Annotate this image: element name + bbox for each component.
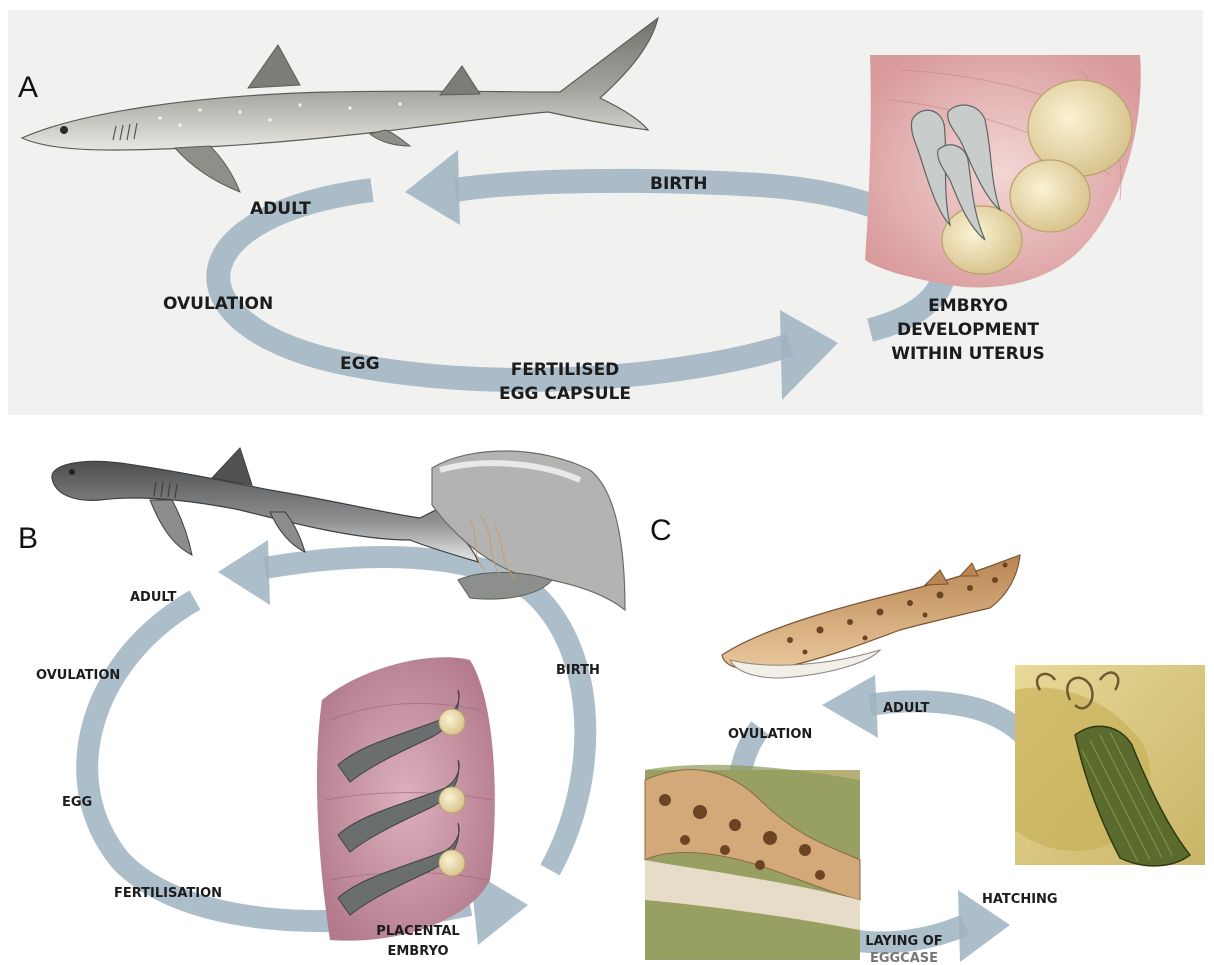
label-b-adult: ADULT <box>130 590 177 605</box>
label-b-placental-line2: EMBRYO <box>387 944 448 959</box>
label-c-adult: ADULT <box>883 701 930 716</box>
label-a-birth: BIRTH <box>650 174 707 194</box>
label-c-laying-line1: LAYING OF <box>865 934 942 949</box>
label-b-ovulation: OVULATION <box>36 668 120 683</box>
label-b-egg: EGG <box>62 795 92 810</box>
placental-embryos-illustration <box>317 657 495 940</box>
label-b-fertilisation: FERTILISATION <box>114 886 222 901</box>
catshark-illustration <box>722 555 1020 678</box>
catshark-closeup-illustration <box>645 765 860 960</box>
label-b-birth: BIRTH <box>556 663 600 678</box>
label-a-embryo-line2: DEVELOPMENT <box>897 320 1039 340</box>
label-a-egg: EGG <box>340 354 380 374</box>
panel-b-arrowhead-top <box>218 540 270 605</box>
birth-illustration <box>432 451 625 610</box>
label-c-ovulation: OVULATION <box>728 727 812 742</box>
panel-b-letter: B <box>18 522 38 555</box>
label-a-adult: ADULT <box>250 199 311 219</box>
label-a-embryo-line3: WITHIN UTERUS <box>891 344 1045 364</box>
panel-c-arrowhead-top <box>822 675 878 738</box>
label-a-fertilised-line1: FERTILISED <box>511 360 620 380</box>
panel-c-letter: C <box>650 514 672 547</box>
label-c-laying-line2: EGGCASE <box>870 951 938 965</box>
eggcase-illustration <box>1015 665 1205 866</box>
panel-a-letter: A <box>18 71 38 104</box>
label-a-embryo-line1: EMBRYO <box>928 296 1008 316</box>
label-b-placental-line1: PLACENTAL <box>376 924 459 939</box>
label-a-ovulation: OVULATION <box>163 294 273 314</box>
label-c-hatching: HATCHING <box>982 892 1058 907</box>
label-a-fertilised-line2: EGG CAPSULE <box>499 384 631 404</box>
